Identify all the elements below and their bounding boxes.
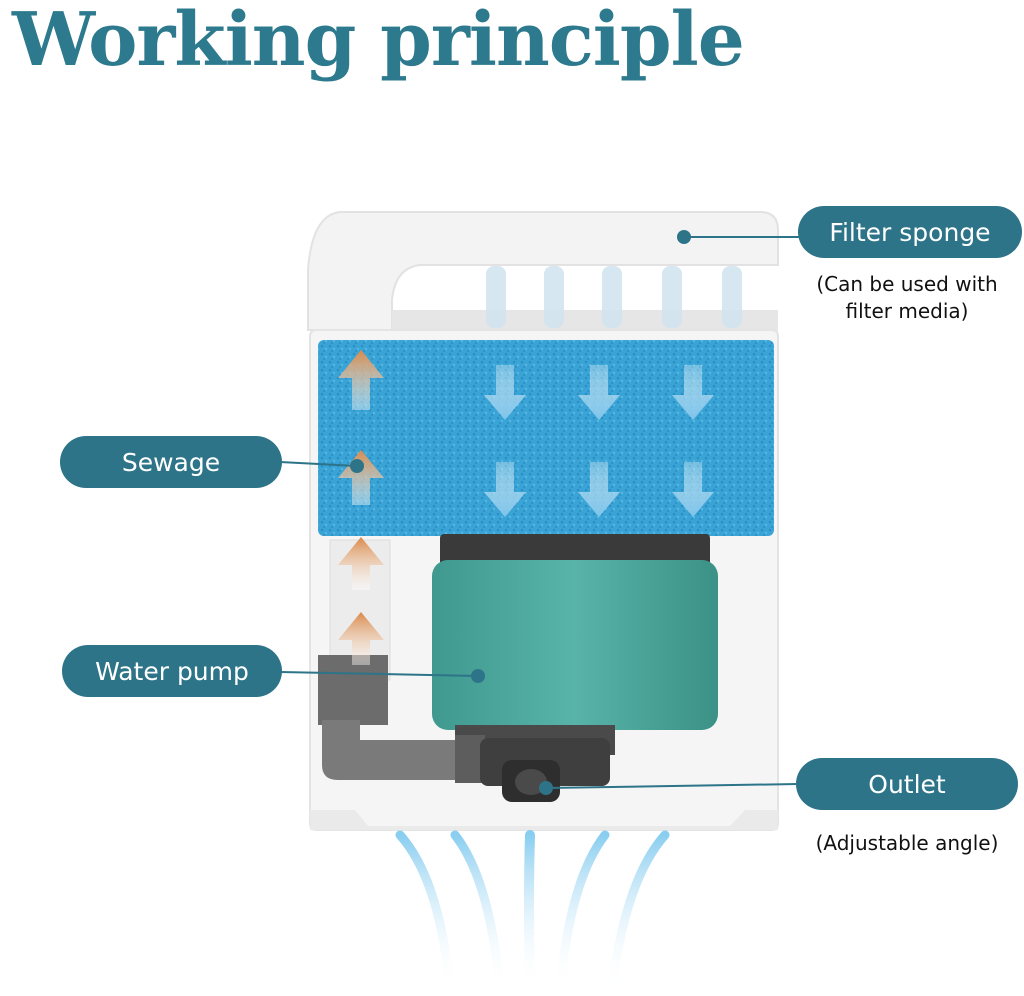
outlet-nozzle [480, 738, 610, 802]
filter-sponge [318, 340, 774, 536]
water-drops [486, 266, 742, 328]
filter-sponge-label: Filter sponge [798, 206, 1022, 258]
water-pump [432, 534, 718, 755]
page-title: Working principle [12, 0, 745, 83]
outflow-streams [395, 830, 670, 995]
filter-sponge-note-line1: (Can be used with [816, 272, 998, 296]
sewage-flow-arrows [338, 350, 384, 665]
filter-sponge-note-line2: filter media) [845, 299, 969, 323]
water-pump-label: Water pump [62, 645, 282, 697]
sewage-label: Sewage [60, 436, 282, 488]
outlet-note: (Adjustable angle) [815, 831, 999, 855]
leader-lines [279, 236, 800, 789]
outlet-label: Outlet [796, 758, 1018, 810]
filtered-flow-arrows [484, 365, 714, 517]
leader-dots [350, 230, 691, 795]
